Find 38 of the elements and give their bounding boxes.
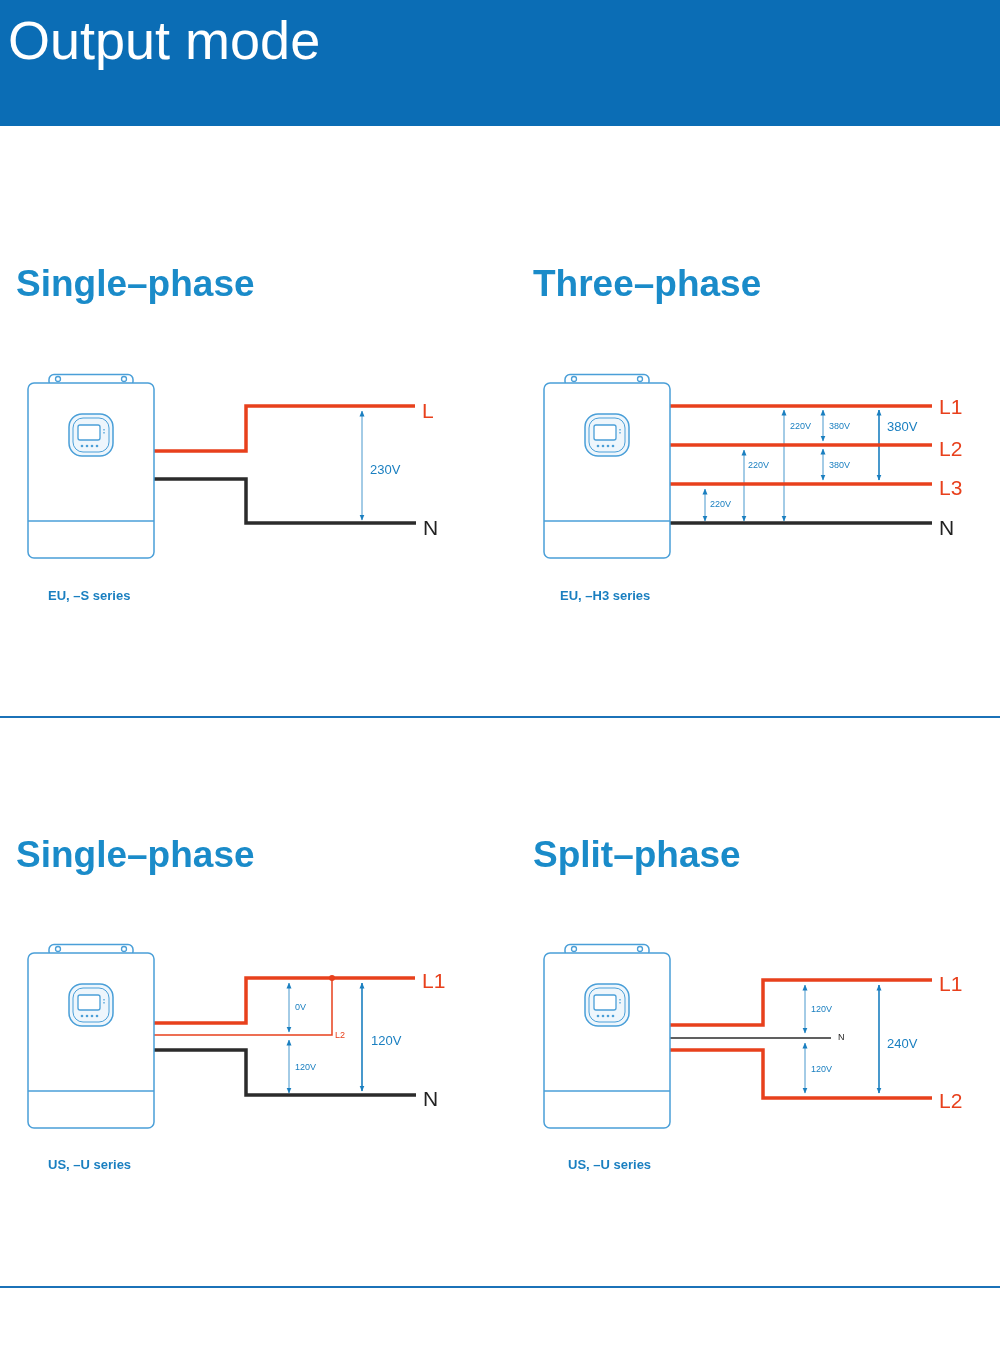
voltage-label: 120V (295, 1063, 317, 1072)
voltage-label: 380V (887, 420, 918, 433)
voltage-label: 240V (887, 1037, 918, 1050)
section-heading: Single–phase (16, 836, 255, 873)
terminal-label: L2 (939, 1090, 963, 1111)
voltage-label: 380V (829, 422, 851, 431)
voltage-label: 230V (370, 463, 401, 476)
voltage-label: 120V (811, 1065, 833, 1074)
section-heading: Three–phase (533, 265, 762, 302)
terminal-label: L1 (939, 973, 963, 994)
inverter-drawing (543, 373, 671, 559)
terminal-label: L3 (939, 477, 963, 498)
series-caption: EU, –S series (48, 589, 131, 602)
terminal-label: L1 (939, 396, 963, 417)
section-heading: Split–phase (533, 836, 741, 873)
voltage-label: 220V (790, 422, 812, 431)
voltage-label: 0V (295, 1003, 306, 1012)
inverter-drawing (27, 373, 155, 559)
series-caption: EU, –H3 series (560, 589, 651, 602)
terminal-label: N (939, 517, 955, 538)
page-title: Output mode (8, 9, 321, 72)
voltage-label: 120V (371, 1034, 402, 1047)
voltage-label: 120V (811, 1005, 833, 1014)
series-caption: US, –U series (48, 1158, 132, 1171)
section-heading: Single–phase (16, 265, 255, 302)
terminal-label: N (423, 1088, 439, 1109)
inverter-drawing (543, 943, 671, 1129)
terminal-label: L (422, 400, 434, 421)
edge-label: L2 (335, 1031, 345, 1040)
terminal-label: N (423, 517, 439, 538)
terminal-label: L2 (939, 438, 963, 459)
terminal-label: N (838, 1033, 845, 1042)
voltage-label: 380V (829, 461, 851, 470)
series-caption: US, –U series (568, 1158, 652, 1171)
terminal-label: L1 (422, 970, 446, 991)
voltage-label: 220V (748, 461, 770, 470)
voltage-label: 220V (710, 500, 732, 509)
inverter-drawing (27, 943, 155, 1129)
